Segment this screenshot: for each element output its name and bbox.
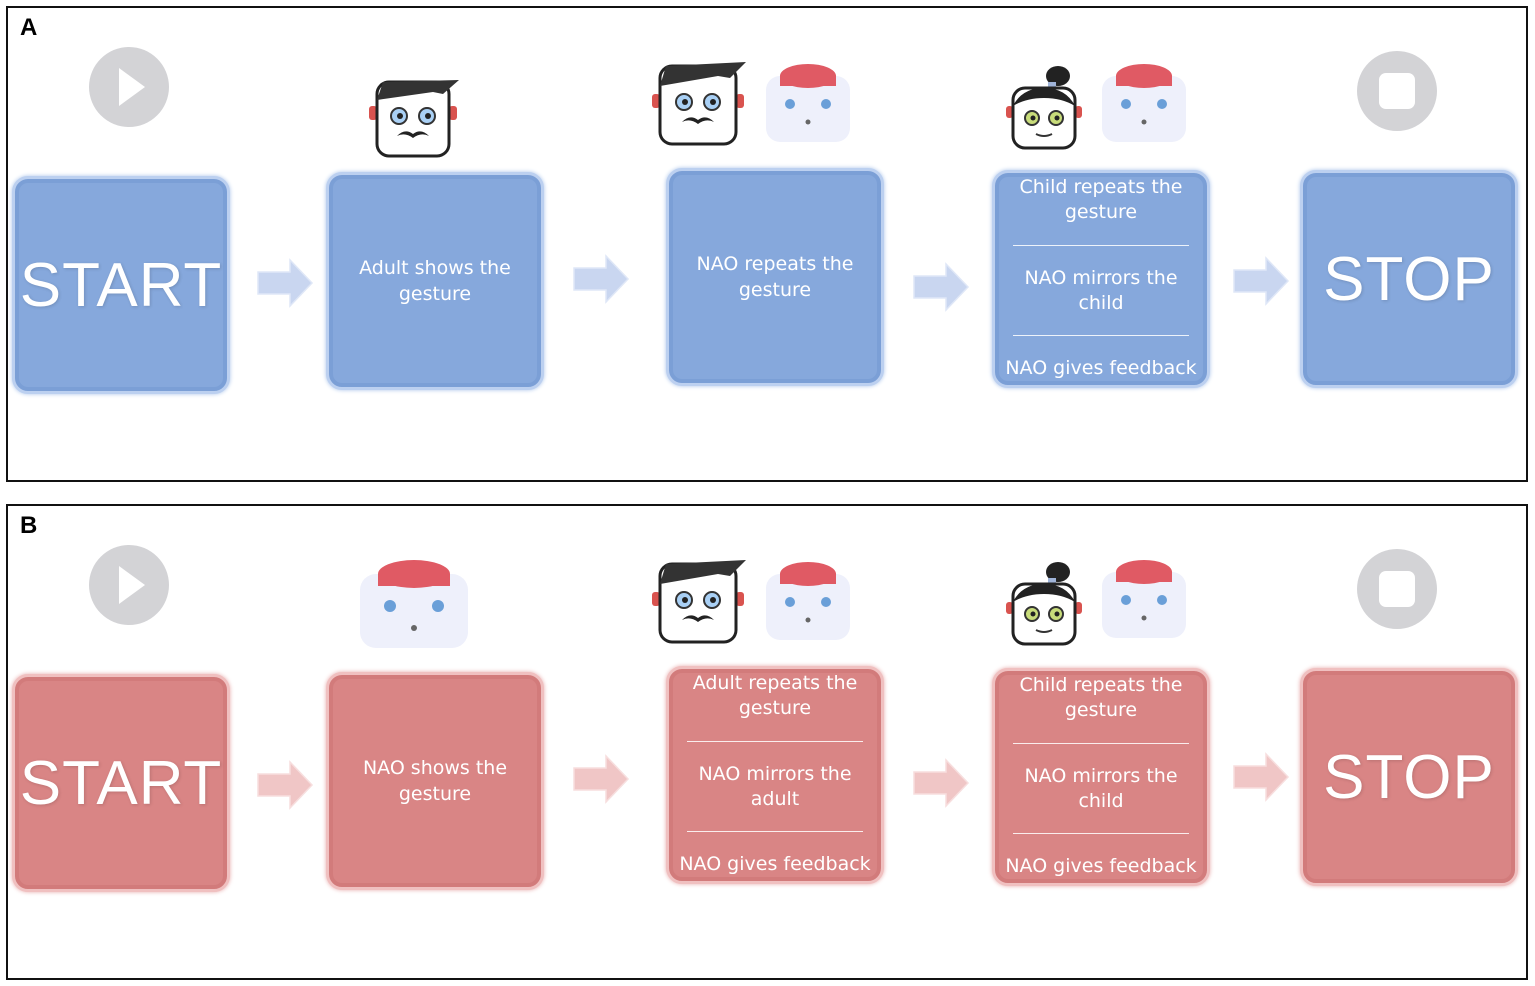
- step-segment: NAO mirrors the child: [1024, 764, 1178, 812]
- stop-label: STOP: [1323, 244, 1495, 314]
- divider: [686, 831, 864, 833]
- step-segment: NAO mirrors the adult: [698, 762, 852, 810]
- panel-label-a: A: [20, 14, 38, 41]
- step-child-repeats: Child repeats the gesture NAO mirrors th…: [992, 170, 1210, 388]
- step-segment: NAO gives feedback: [1005, 855, 1197, 877]
- arrow-icon: [573, 754, 630, 804]
- step-label: Adult shows the gesture: [359, 257, 511, 305]
- divider: [1012, 335, 1190, 337]
- step-segment: Child repeats the gesture: [1019, 176, 1183, 223]
- arrow-icon: [573, 254, 630, 304]
- start-label: START: [19, 250, 223, 320]
- stop-label: STOP: [1323, 742, 1495, 812]
- divider: [1012, 244, 1190, 246]
- adult-face-icon: [652, 62, 746, 146]
- start-label: START: [19, 748, 223, 818]
- panel-label-b: B: [20, 512, 38, 539]
- step-segment: NAO gives feedback: [679, 853, 871, 875]
- step-nao-shows: NAO shows the gesture: [326, 672, 544, 890]
- stop-box: STOP: [1300, 170, 1518, 388]
- step-segment: NAO gives feedback: [1005, 357, 1197, 379]
- step-child-repeats: Child repeats the gesture NAO mirrors th…: [992, 668, 1210, 886]
- step-label: NAO repeats the gesture: [696, 253, 854, 301]
- child-face-icon: [1006, 66, 1082, 150]
- start-box: START: [12, 674, 230, 892]
- arrow-icon: [257, 258, 314, 308]
- nao-robot-icon: [766, 64, 850, 142]
- step-adult-repeats: Adult repeats the gesture NAO mirrors th…: [666, 666, 884, 884]
- nao-robot-icon: [1102, 64, 1186, 142]
- step-segment: Child repeats the gesture: [1019, 674, 1183, 721]
- divider: [686, 740, 864, 742]
- step-label: NAO shows the gesture: [362, 757, 508, 805]
- stop-icon: [1357, 51, 1437, 131]
- child-face-icon: [1006, 562, 1082, 646]
- nao-robot-icon: [360, 560, 468, 648]
- step-adult-shows: Adult shows the gesture: [326, 172, 544, 390]
- arrow-icon: [913, 758, 970, 808]
- adult-face-icon: [652, 560, 746, 644]
- panel-b: B: [6, 504, 1528, 980]
- play-icon: [89, 47, 169, 127]
- step-segment: NAO mirrors the child: [1024, 266, 1178, 314]
- play-icon: [89, 545, 169, 625]
- nao-robot-icon: [766, 562, 850, 640]
- arrow-icon: [913, 262, 970, 312]
- divider: [1012, 742, 1190, 744]
- arrow-icon: [257, 760, 314, 810]
- nao-robot-icon: [1102, 560, 1186, 638]
- stop-box: STOP: [1300, 668, 1518, 886]
- step-segment: Adult repeats the gesture: [692, 672, 858, 719]
- adult-face-icon: [369, 80, 459, 158]
- step-nao-repeats: NAO repeats the gesture: [666, 168, 884, 386]
- arrow-icon: [1233, 256, 1290, 306]
- start-box: START: [12, 176, 230, 394]
- arrow-icon: [1233, 752, 1290, 802]
- divider: [1012, 833, 1190, 835]
- panel-a: A: [6, 6, 1528, 482]
- stop-icon: [1357, 549, 1437, 629]
